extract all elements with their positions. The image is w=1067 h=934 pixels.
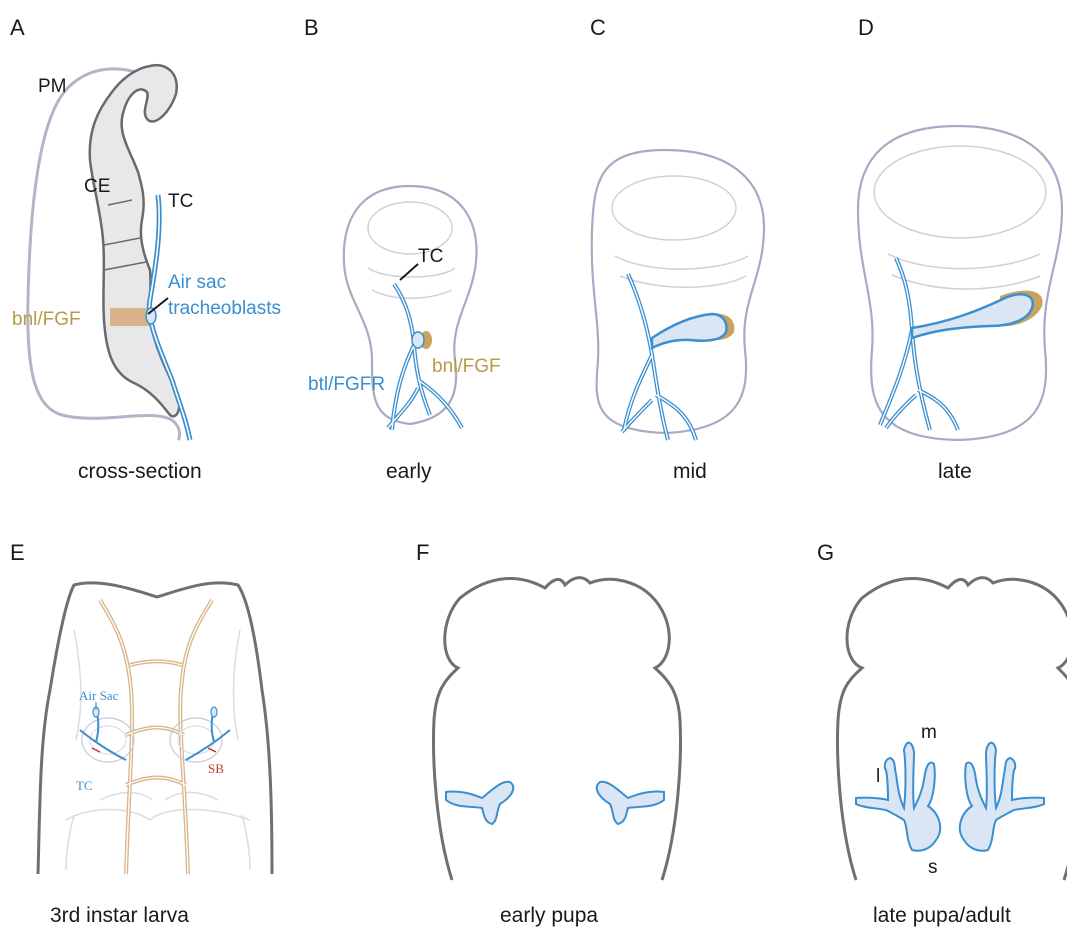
caption-e: 3rd instar larva (50, 904, 189, 927)
air-sac-g-right (960, 743, 1044, 851)
bnl-fgf-label-b: bnl/FGF (432, 356, 501, 377)
tc-label-b: TC (418, 246, 443, 267)
panel-letter-f: F (416, 540, 429, 565)
pm-label: PM (38, 76, 67, 97)
panel-letter-e: E (10, 540, 25, 565)
air-sac-c (652, 314, 726, 348)
panel-letter-b: B (304, 15, 319, 40)
sb-label-e: SB (208, 761, 224, 776)
air-sac-f-left (446, 782, 513, 824)
s-label: s (928, 857, 938, 878)
caption-d: late (938, 460, 972, 483)
caption-g: late pupa/adult (873, 904, 1011, 927)
bnl-fgf-label-a: bnl/FGF (12, 309, 81, 330)
btl-fgfr-label: btl/FGFR (308, 374, 385, 395)
tc-label-a: TC (168, 191, 193, 212)
panel-a: A PM CE TC bnl/FGF Air sac tracheoblasts… (10, 15, 281, 483)
adult-head-outline-g (838, 578, 1067, 880)
panel-letter-d: D (858, 15, 874, 40)
caption-c: mid (673, 460, 707, 483)
panel-letter-c: C (590, 15, 606, 40)
air-sac-label: Air sac (168, 272, 226, 293)
m-label: m (921, 722, 937, 743)
air-sac-label-e: Air Sac (79, 688, 119, 703)
caption-a: cross-section (78, 460, 202, 483)
pupa-head-outline-f (434, 578, 681, 880)
wing-disc-outline-c (592, 150, 764, 433)
panel-f: F early pupa (416, 540, 680, 927)
panel-g: G m l s late pupa/adult (817, 540, 1067, 927)
panel-b: B TC bnl/FGF btl/FGFR early (304, 15, 501, 483)
panel-d: D late (858, 15, 1062, 483)
l-label: l (876, 766, 880, 787)
air-sac-d (912, 294, 1033, 338)
ce-label: CE (84, 176, 110, 197)
panel-letter-g: G (817, 540, 834, 565)
panel-e: E (10, 540, 272, 927)
air-sac-primordium-b (412, 332, 424, 348)
caption-b: early (386, 460, 432, 483)
panel-letter-a: A (10, 15, 25, 40)
tc-label-e: TC (76, 778, 93, 793)
air-sac-g-left (856, 743, 940, 851)
wing-disc-outline-d (858, 126, 1062, 440)
tracheoblasts-label: tracheoblasts (168, 298, 281, 319)
air-sac-f-right (597, 782, 664, 824)
caption-f: early pupa (500, 904, 598, 927)
panel-c: C mid (590, 15, 764, 483)
